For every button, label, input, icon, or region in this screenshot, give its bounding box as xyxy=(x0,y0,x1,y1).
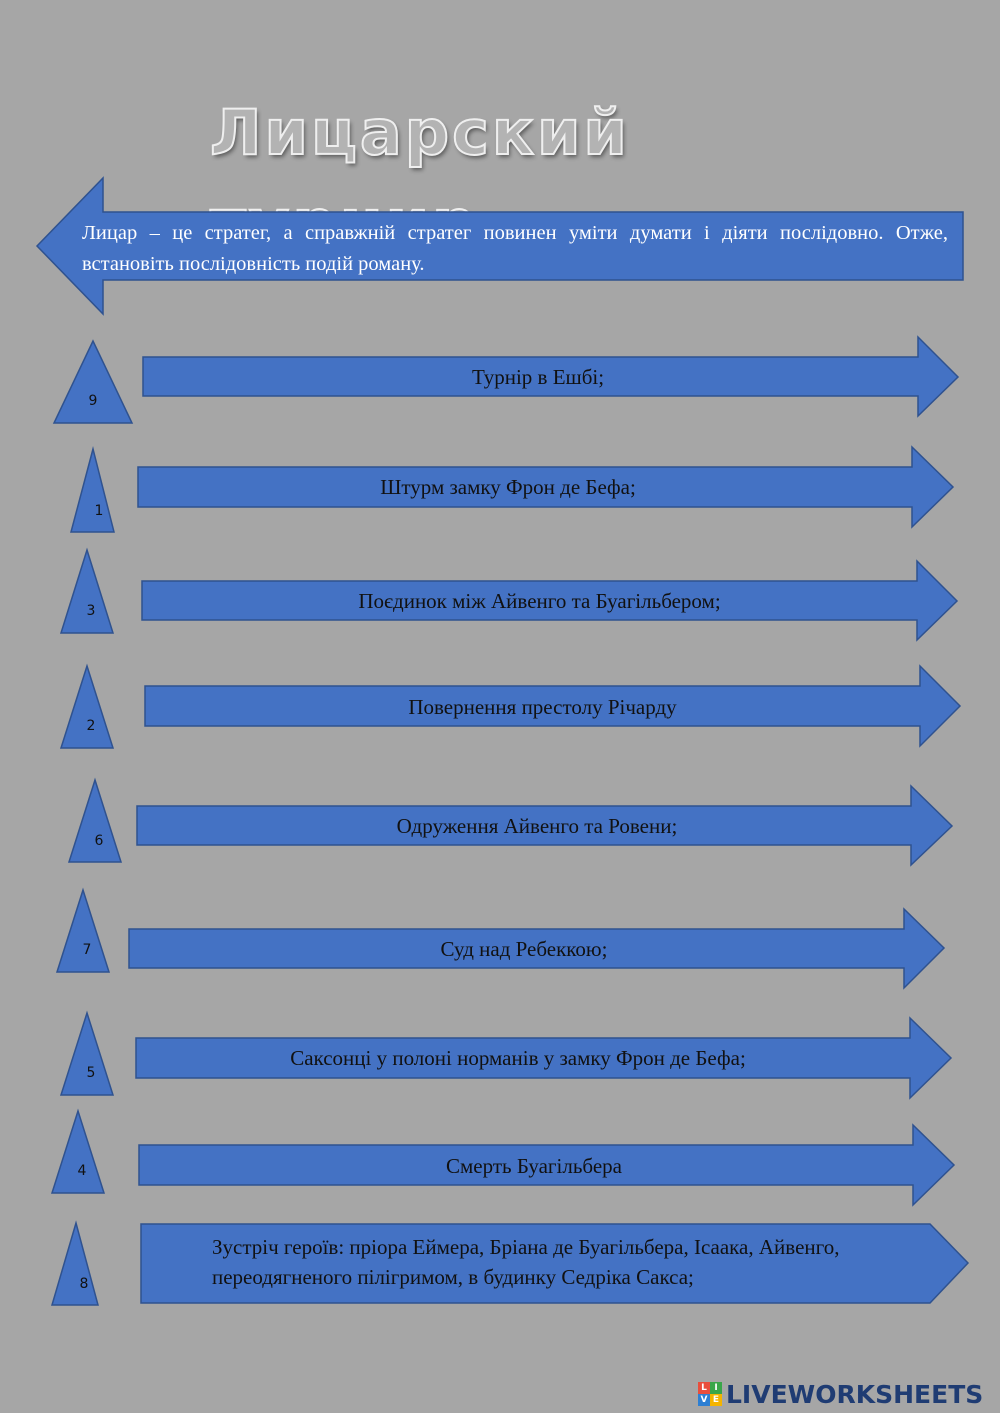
triangle-number: 2 xyxy=(86,718,96,734)
triangle-item-3 xyxy=(59,547,115,634)
triangle-item-6 xyxy=(55,887,111,973)
triangle-number: 7 xyxy=(82,942,92,958)
intro-instruction: Лицар – це стратег, а справжній стратег … xyxy=(82,222,948,275)
event-label: Поєдинок між Айвенго та Буагільбером; xyxy=(358,589,721,613)
logo-mark-icon: L I V E xyxy=(698,1382,722,1406)
arrow-item-8 xyxy=(138,1123,956,1207)
liveworksheets-logo: L I V E LIVEWORKSHEETS xyxy=(698,1376,983,1412)
logo-text: LIVEWORKSHEETS xyxy=(726,1379,984,1409)
event-label: Зустріч героїв: пріора Еймера, Бріана де… xyxy=(212,1235,840,1289)
event-label: Суд над Ребеккою; xyxy=(440,937,608,961)
triangle-number: 4 xyxy=(77,1163,87,1179)
event-label: Повернення престолу Річарду xyxy=(408,695,677,719)
arrow-item-6 xyxy=(128,907,946,990)
triangle-number: 8 xyxy=(79,1276,89,1292)
triangle-item-4 xyxy=(59,663,115,749)
event-label: Смерть Буагільбера xyxy=(446,1154,622,1178)
event-label: Одруження Айвенго та Ровени; xyxy=(396,814,678,838)
event-label: Штурм замку Фрон де Бефа; xyxy=(380,475,636,499)
event-label: Саксонці у полоні норманів у замку Фрон … xyxy=(290,1046,746,1070)
arrow-item-5 xyxy=(136,784,954,867)
triangle-number: 1 xyxy=(94,503,104,519)
arrow-item-7 xyxy=(135,1016,953,1100)
arrow-item-2 xyxy=(137,445,955,529)
arrow-item-1 xyxy=(142,335,960,418)
arrow-item-9 xyxy=(140,1223,970,1304)
triangle-item-2 xyxy=(70,446,115,533)
intro-arrow xyxy=(35,176,964,316)
triangle-item-9 xyxy=(50,1220,99,1306)
triangle-item-1 xyxy=(52,339,134,424)
triangle-item-8 xyxy=(50,1108,106,1194)
triangle-number: 9 xyxy=(88,393,98,409)
arrow-item-3 xyxy=(141,559,959,642)
triangle-item-7 xyxy=(59,1010,115,1096)
triangle-item-5 xyxy=(67,777,123,863)
triangle-number: 5 xyxy=(86,1065,96,1081)
event-label: Турнір в Ешбі; xyxy=(471,365,605,389)
triangle-number: 6 xyxy=(94,833,104,849)
triangle-number: 3 xyxy=(86,603,96,619)
arrow-item-4 xyxy=(144,664,962,748)
